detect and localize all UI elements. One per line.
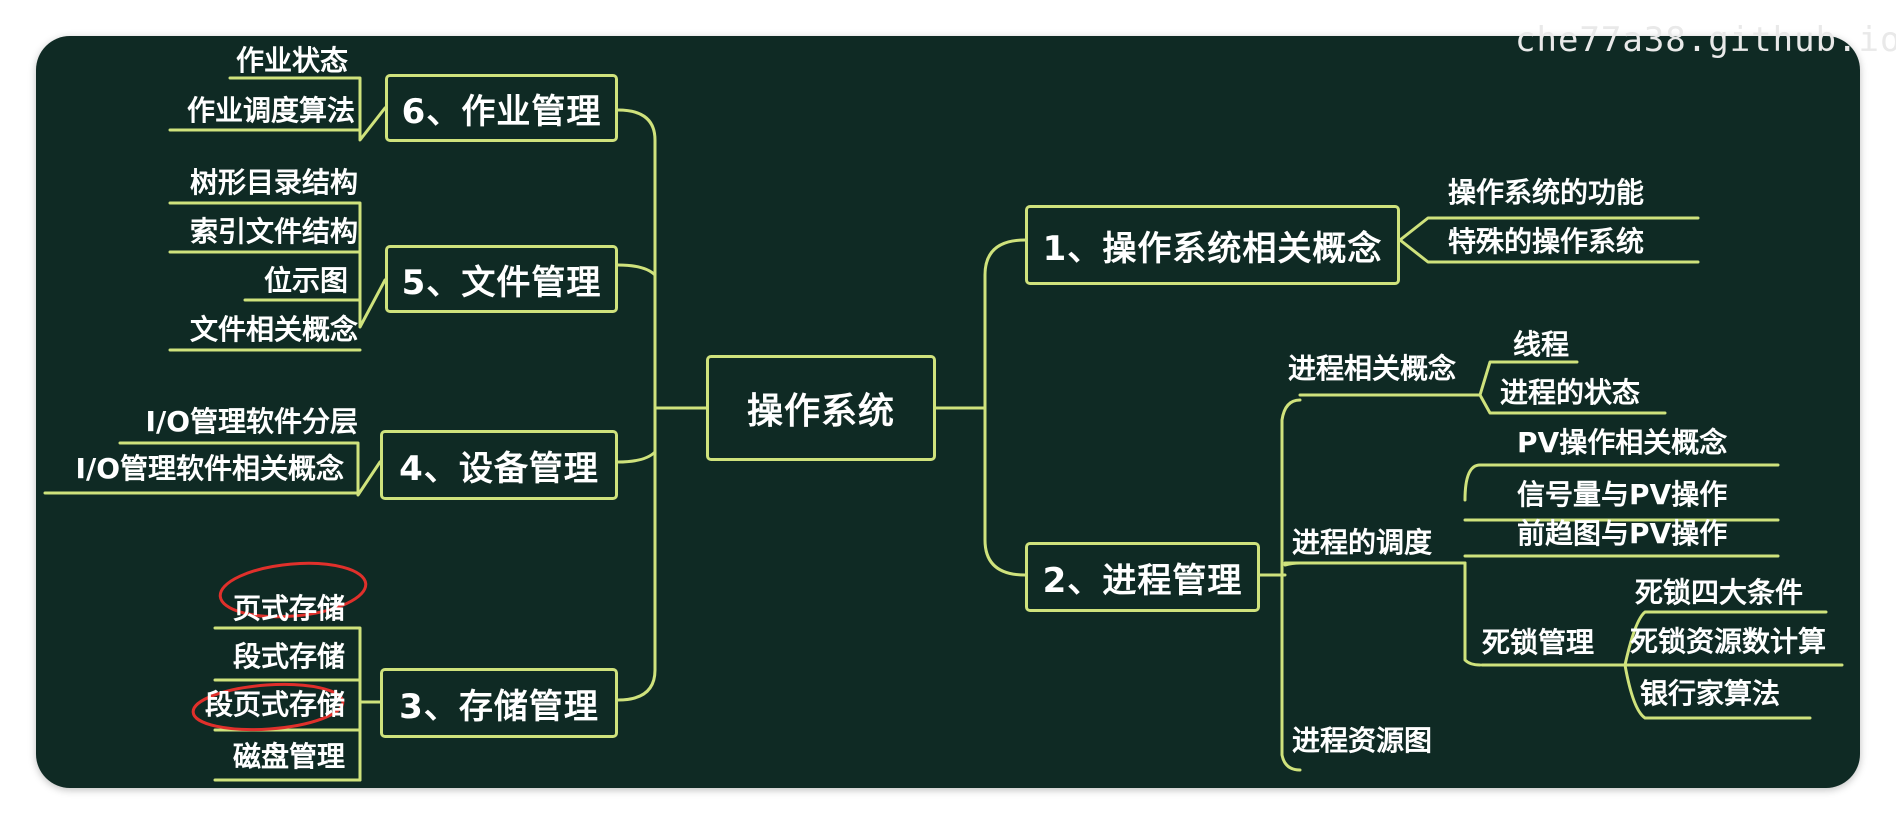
leaf-disk-management: 磁盘管理 [232, 740, 345, 773]
branch-label: 3、存储管理 [399, 686, 599, 727]
process-resource-graph-label: 进程资源图 [1292, 724, 1433, 757]
leaf-page-storage: 页式存储 [232, 592, 345, 625]
leaf-bankers-algorithm: 银行家算法 [1640, 677, 1781, 710]
branch-label: 5、文件管理 [401, 262, 602, 303]
leaf-bitmap: 位示图 [263, 264, 348, 297]
leaf-job-state: 作业状态 [235, 44, 348, 77]
leaf-io-software-layers: I/O管理软件分层 [145, 405, 358, 438]
leaf-index-file: 索引文件结构 [189, 215, 358, 248]
branch-label: 4、设备管理 [399, 448, 599, 489]
leaf-os-functions: 操作系统的功能 [1448, 176, 1645, 209]
branch-node-job-management[interactable]: 6、作业管理 [385, 74, 618, 142]
leaf-semaphore-pv: 信号量与PV操作 [1517, 478, 1728, 511]
leaf-file-concepts: 文件相关概念 [189, 313, 358, 346]
leaf-segment-page-storage: 段页式存储 [204, 688, 345, 721]
deadlock-management-label: 死锁管理 [1482, 626, 1595, 659]
leaf-job-scheduling-algorithm: 作业调度算法 [186, 94, 355, 127]
branch-node-os-concepts[interactable]: 1、操作系统相关概念 [1025, 205, 1400, 285]
process-concepts-label: 进程相关概念 [1288, 352, 1457, 385]
branch-node-device-management[interactable]: 4、设备管理 [380, 430, 618, 500]
branch-label: 6、作业管理 [401, 91, 602, 132]
root-node[interactable]: 操作系统 [706, 355, 936, 461]
branch-node-file-management[interactable]: 5、文件管理 [385, 245, 618, 313]
branch-label: 2、进程管理 [1042, 560, 1243, 601]
leaf-thread: 线程 [1513, 328, 1570, 361]
leaf-deadlock-conditions: 死锁四大条件 [1635, 576, 1804, 609]
leaf-deadlock-resource-count: 死锁资源数计算 [1630, 625, 1827, 658]
watermark-text: che77a38.github.io [1515, 20, 1896, 60]
root-label: 操作系统 [746, 391, 895, 432]
branch-node-process-management[interactable]: 2、进程管理 [1025, 542, 1260, 612]
leaf-special-os: 特殊的操作系统 [1448, 225, 1645, 258]
branch-node-storage-management[interactable]: 3、存储管理 [380, 668, 618, 738]
leaf-segment-storage: 段式存储 [232, 640, 345, 673]
process-scheduling-label: 进程的调度 [1292, 526, 1433, 559]
leaf-io-software-concepts: I/O管理软件相关概念 [75, 452, 344, 485]
leaf-tree-directory: 树形目录结构 [189, 166, 358, 199]
branch-label: 1、操作系统相关概念 [1042, 228, 1383, 269]
leaf-process-state: 进程的状态 [1500, 376, 1641, 409]
leaf-pv-concepts: PV操作相关概念 [1517, 426, 1728, 459]
leaf-precedence-graph-pv: 前趋图与PV操作 [1517, 517, 1728, 550]
